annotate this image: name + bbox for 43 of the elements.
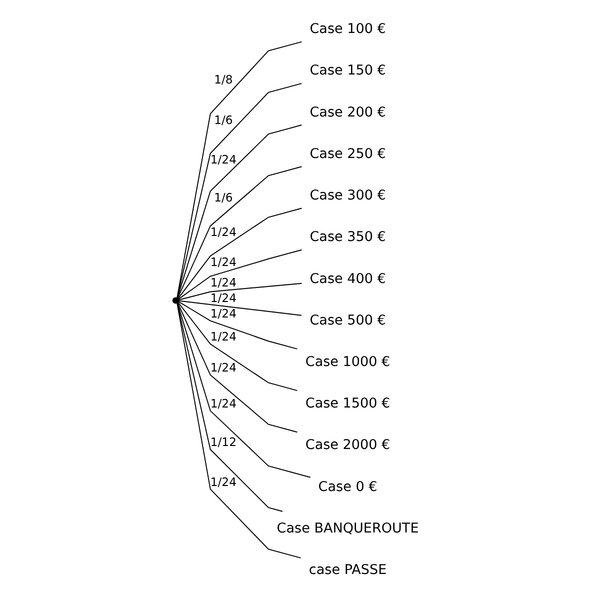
node-text: Case 300 €: [310, 188, 386, 204]
node-point: [172, 297, 179, 304]
node-text: Case 100 €: [310, 21, 386, 38]
connector: [178, 249, 302, 300]
edge-label: 1/24: [210, 330, 236, 344]
connector: [178, 302, 298, 392]
connector: [176, 41, 302, 298]
edge-label: 1/24: [210, 276, 236, 290]
connector: [176, 124, 302, 299]
edge-label: 1/24: [210, 152, 236, 167]
edge-label: 1/24: [210, 396, 236, 411]
node-text: Case 1500 €: [305, 396, 390, 412]
node-text: Case 250 €: [310, 146, 386, 162]
node-text: Case 2000 €: [305, 437, 390, 454]
connector: [176, 82, 302, 298]
edge-label: 1/24: [210, 291, 236, 306]
connector: [176, 302, 283, 512]
node-text: Case 1000 €: [305, 354, 390, 370]
edge-label: 1/12: [210, 435, 236, 450]
edge-label: 1/24: [210, 360, 236, 375]
connector: [178, 282, 302, 300]
connector: [176, 302, 311, 478]
connector: [177, 302, 298, 433]
connector: [177, 166, 302, 299]
node-text: Case 350 €: [310, 229, 386, 246]
node-text: case PASSE: [308, 562, 387, 578]
connector: [178, 300, 302, 316]
connector: [176, 302, 302, 558]
connector: [178, 208, 302, 300]
node-text: Case BANQUEROUTE: [276, 520, 419, 536]
node-text: Case 400 €: [310, 270, 386, 287]
edge-label: 1/6: [214, 112, 233, 127]
node-text: Case 0 €: [318, 478, 378, 495]
edge-label: 1/6: [214, 190, 233, 204]
edge-label: 1/24: [210, 255, 236, 270]
edge-label: 1/8: [214, 72, 233, 86]
connector: [178, 301, 298, 350]
edge-label: 1/24: [210, 225, 236, 240]
node-text: Case 150 €: [310, 62, 386, 79]
edge-label: 1/24: [210, 306, 236, 321]
node-text: Case 500 €: [310, 312, 386, 328]
node-text: Case 200 €: [310, 104, 386, 120]
edge-label: 1/24: [210, 474, 236, 489]
